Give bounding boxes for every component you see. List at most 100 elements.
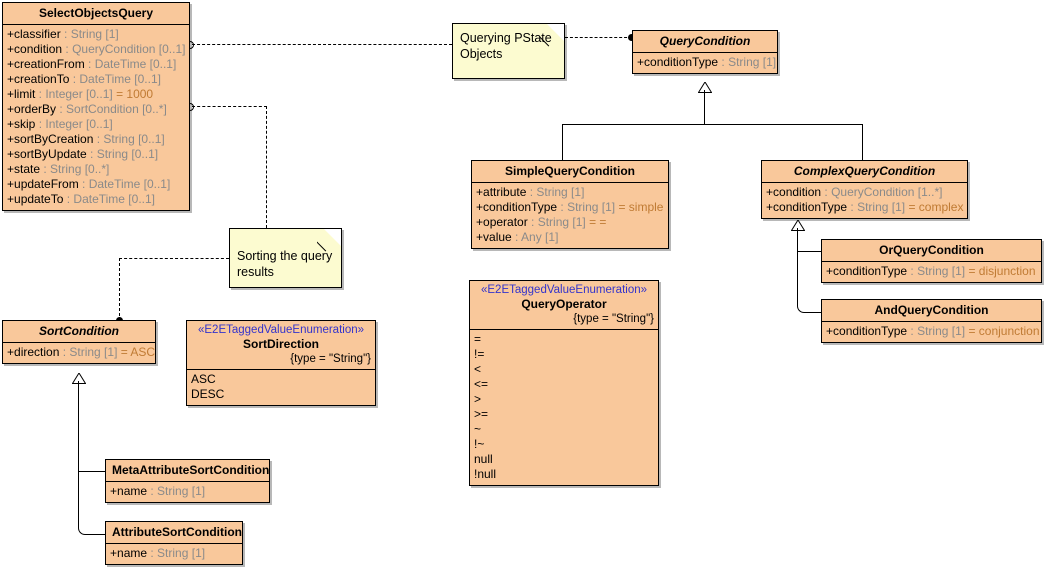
attribute-row: +sortByUpdate : String [0..1]: [7, 147, 159, 161]
enum-literal: ASC: [191, 372, 216, 386]
note-fold-corner-icon: [547, 24, 564, 41]
attribute-row: +updateTo : DateTime [0..1]: [7, 192, 155, 206]
enum-literal: DESC: [191, 387, 225, 401]
enum-literal: !~: [474, 437, 485, 451]
enumeration-title-sortdirection: SortDirection: [242, 337, 319, 351]
generalization-crossbar-querycondition: [562, 124, 863, 125]
dependency-orderby-vertical: [266, 106, 267, 228]
class-title-selectobjectsquery: SelectObjectsQuery: [38, 6, 154, 20]
class-title-sortcondition: SortCondition: [39, 324, 119, 338]
generalization-triangle-querycondition: [697, 80, 713, 93]
attribute-row: +classifier : String [1]: [7, 27, 119, 41]
class-title-querycondition: QueryCondition: [659, 34, 751, 48]
generalization-triangle-sortcondition: [71, 371, 87, 384]
enum-literal: >: [474, 392, 482, 406]
enumeration-queryoperator[interactable]: «E2ETaggedValueEnumeration» QueryOperato…: [469, 280, 659, 486]
attributes-orquerycondition: +conditionType : String [1] = disjunctio…: [822, 261, 1041, 282]
generalization-stem-querycondition: [704, 90, 705, 125]
class-title-complexquerycondition: ComplexQueryCondition: [793, 164, 936, 178]
enum-literal: ~: [474, 422, 482, 436]
note-line: Sorting the query: [237, 249, 333, 263]
attributes-attributesortcondition: +name : String [1]: [106, 543, 242, 564]
class-metaattributesortcondition[interactable]: MetaAttributeSortCondition +name : Strin…: [105, 459, 270, 503]
generalization-leg-simplequerycondition: [562, 124, 563, 160]
attribute-row: +orderBy : SortCondition [0..*]: [7, 102, 167, 116]
generalization-triangle-complexquerycondition: [790, 218, 806, 231]
attribute-row: +value : Any [1]: [476, 230, 559, 244]
attributes-complexquerycondition: +condition : QueryCondition [1..*] +cond…: [762, 182, 967, 218]
class-andquerycondition[interactable]: AndQueryCondition +conditionType : Strin…: [821, 299, 1042, 343]
attribute-row: +updateFrom : DateTime [0..1]: [7, 177, 171, 191]
class-sortcondition[interactable]: SortCondition +direction : String [1] = …: [2, 320, 156, 364]
note-fold-corner-icon: [324, 229, 341, 246]
attributes-sortcondition: +direction : String [1] = ASC: [3, 342, 155, 363]
class-title-attributesortcondition: AttributeSortCondition: [112, 525, 242, 539]
attribute-row: +conditionType : String [1] = simple: [476, 200, 664, 214]
enum-literal: <: [474, 362, 482, 376]
enum-literal: null: [474, 452, 493, 466]
attribute-row: +limit : Integer [0..1] = 1000: [7, 87, 154, 101]
dependency-orderby-horizontal: [192, 106, 267, 107]
class-title-andquerycondition: AndQueryCondition: [874, 303, 989, 317]
note-line: Objects: [460, 47, 503, 61]
class-title-orquerycondition: OrQueryCondition: [879, 243, 984, 257]
attribute-row: +attribute : String [1]: [476, 185, 585, 199]
anchor-ball-querycondition: [628, 34, 635, 41]
dependency-condition-to-note: [192, 44, 452, 45]
attribute-row: +conditionType : String [1] = disjunctio…: [826, 264, 1036, 278]
enum-literal: !=: [474, 347, 485, 361]
tagged-value-queryoperator: {type = "String"}: [573, 313, 654, 325]
attribute-row: +conditionType : String [1] = complex: [766, 200, 964, 214]
note-sorting-query-results[interactable]: Sorting the query results: [229, 228, 342, 288]
attribute-row: +conditionType : String [1] = conjunctio…: [826, 324, 1040, 338]
attributes-selectobjectsquery: +classifier : String [1] +condition : Qu…: [3, 24, 189, 210]
attribute-row: +creationTo : DateTime [0..1]: [7, 72, 161, 86]
dependency-sortingnote-vertical: [119, 258, 120, 321]
generalization-stem-sortcondition: [78, 381, 79, 471]
attribute-row: +creationFrom : DateTime [0..1]: [7, 57, 177, 71]
class-simplequerycondition[interactable]: SimpleQueryCondition +attribute : String…: [471, 160, 669, 249]
tagged-value-sortdirection: {type = "String"}: [290, 353, 371, 365]
stereotype-queryoperator: «E2ETaggedValueEnumeration»: [480, 284, 648, 296]
literals-sortdirection: ASC DESC: [187, 369, 375, 405]
class-attributesortcondition[interactable]: AttributeSortCondition +name : String [1…: [105, 521, 243, 565]
attribute-row: +name : String [1]: [110, 484, 206, 498]
literals-queryoperator: = != < <= > >= ~ !~ null !null: [470, 329, 658, 485]
attribute-row: +sortByCreation : String [0..1]: [7, 132, 165, 146]
generalization-leg-complexquerycondition: [862, 124, 863, 160]
class-selectobjectsquery[interactable]: SelectObjectsQuery +classifier : String …: [2, 2, 190, 211]
attributes-metaattributesortcondition: +name : String [1]: [106, 481, 269, 502]
class-orquerycondition[interactable]: OrQueryCondition +conditionType : String…: [821, 239, 1042, 283]
enum-literal: =: [474, 332, 482, 346]
attributes-simplequerycondition: +attribute : String [1] +conditionType :…: [472, 182, 668, 248]
note-line: Querying PState: [460, 31, 552, 45]
attribute-row: +name : String [1]: [110, 546, 206, 560]
stereotype-sortdirection: «E2ETaggedValueEnumeration»: [197, 324, 365, 336]
note-querying-pstate-objects[interactable]: Querying PState Objects: [452, 23, 565, 79]
attributes-andquerycondition: +conditionType : String [1] = conjunctio…: [822, 321, 1041, 342]
generalization-branch-orquerycondition: [797, 251, 821, 252]
dependency-sortingnote-horizontal: [119, 258, 229, 259]
generalization-corner-attributesortcondition: [78, 471, 106, 535]
class-querycondition[interactable]: QueryCondition +conditionType : String […: [632, 30, 778, 74]
attributes-querycondition: +conditionType : String [1]: [633, 52, 777, 73]
attribute-row: +condition : QueryCondition [0..1]: [7, 42, 186, 56]
enumeration-title-queryoperator: QueryOperator: [521, 297, 607, 311]
enum-literal: >=: [474, 407, 489, 421]
generalization-stem-complexquerycondition: [797, 228, 798, 251]
class-complexquerycondition[interactable]: ComplexQueryCondition +condition : Query…: [761, 160, 968, 219]
dependency-note-to-querycondition: [565, 37, 632, 38]
enum-literal: !null: [474, 467, 497, 481]
class-title-metaattributesortcondition: MetaAttributeSortCondition: [112, 463, 270, 477]
generalization-branch-metaattributesortcondition: [78, 471, 105, 472]
attribute-row: +state : String [0..*]: [7, 162, 110, 176]
attribute-row: +conditionType : String [1]: [637, 55, 777, 69]
class-title-simplequerycondition: SimpleQueryCondition: [504, 164, 635, 178]
enum-literal: <=: [474, 377, 489, 391]
generalization-corner-andquerycondition: [797, 251, 822, 313]
attribute-row: +operator : String [1] = =: [476, 215, 607, 229]
attribute-row: +condition : QueryCondition [1..*]: [766, 185, 943, 199]
enumeration-sortdirection[interactable]: «E2ETaggedValueEnumeration» SortDirectio…: [186, 320, 376, 406]
note-line: results: [237, 265, 274, 279]
